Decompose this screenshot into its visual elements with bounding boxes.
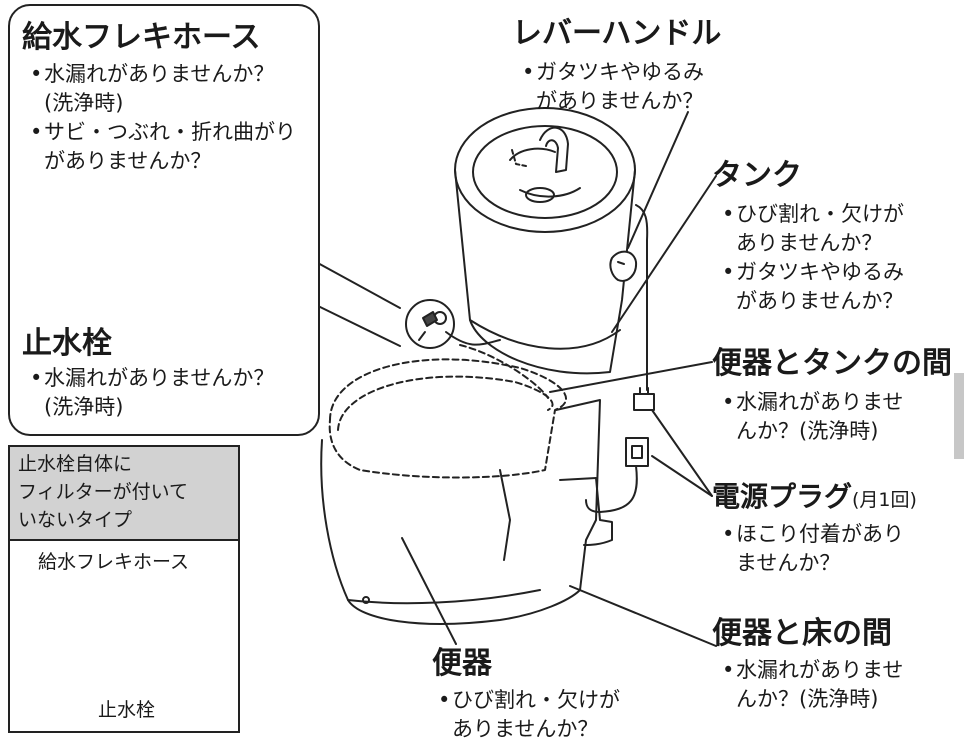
bullet-icon: • (722, 202, 735, 226)
stop-valve-title: 止水栓 (22, 326, 112, 361)
bullet-icon: • (722, 658, 735, 682)
bullet-icon: • (722, 390, 735, 414)
legend-valve-label: 止水栓 (98, 699, 156, 721)
power-plug-frequency: (月1回) (852, 489, 917, 511)
bullet-icon: • (438, 688, 451, 712)
supply-hose-item-1: •水漏れがありませんか？ (洗浄時) (30, 62, 275, 115)
tank-title: タンク (712, 158, 802, 193)
tank-drawing (454, 107, 638, 375)
bowl-item-1: •ひび割れ・欠けが ありませんか？ (438, 688, 620, 741)
supply-hose-callout (8, 4, 320, 436)
no-filter-type-header: 止水栓自体に フィルターが付いて いないタイプ (10, 447, 238, 541)
stop-valve-item-1: •水漏れがありませんか？ (洗浄時) (30, 366, 275, 419)
power-plug-drawing (585, 387, 655, 513)
tank-item-1: •ひび割れ・欠けが ありませんか？ (722, 202, 904, 255)
bowl-tank-gap-title: 便器とタンクの間 (712, 346, 952, 381)
bullet-icon: • (30, 62, 43, 86)
tank-item-2: •ガタツキやゆるみ がありませんか？ (722, 260, 904, 313)
callout-pointer (315, 261, 401, 347)
supply-hose-line (445, 331, 501, 346)
no-filter-type-box: 止水栓自体に フィルターが付いて いないタイプ 給水フレキホース 止水栓 (8, 445, 240, 733)
power-plug-item-1: •ほこり付着があり ませんか？ (722, 522, 904, 575)
valve-zoom-circle (405, 299, 455, 349)
power-cord-line (635, 204, 649, 391)
lever-handle-title: レバーハンドル (512, 16, 722, 51)
supply-hose-title: 給水フレキホース (22, 20, 261, 55)
toilet-bowl-drawing (320, 344, 613, 625)
bowl-floor-gap-title: 便器と床の間 (712, 616, 892, 651)
bullet-icon: • (30, 366, 43, 390)
lever-handle-item-1: •ガタツキやゆるみ がありませんか？ (522, 60, 704, 113)
bullet-icon: • (522, 60, 535, 84)
page-side-tab (954, 373, 964, 459)
bullet-icon: • (30, 120, 43, 144)
bowl-tank-gap-item-1: •水漏れがありませ んか？(洗浄時) (722, 390, 904, 443)
supply-hose-item-2: •サビ・つぶれ・折れ曲がり がありませんか？ (30, 120, 296, 173)
legend-hose-label: 給水フレキホース (38, 551, 190, 573)
bowl-title: 便器 (432, 646, 492, 681)
bullet-icon: • (722, 522, 735, 546)
bullet-icon: • (722, 260, 735, 284)
power-plug-title: 電源プラグ(月1回) (712, 480, 917, 513)
bowl-floor-gap-item-1: •水漏れがありませ んか？(洗浄時) (722, 658, 904, 711)
